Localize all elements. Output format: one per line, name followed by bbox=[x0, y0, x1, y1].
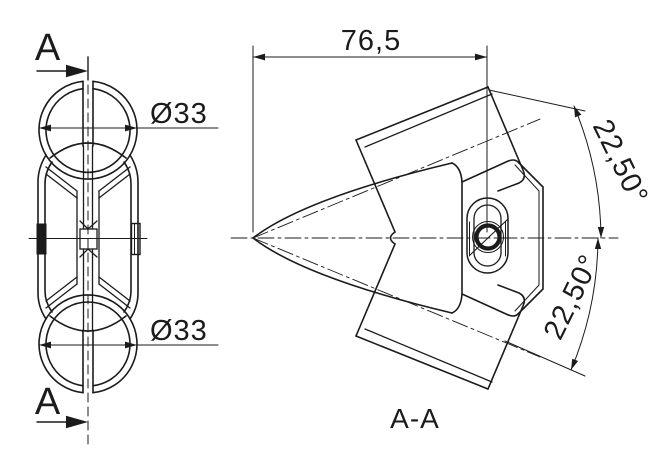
cut-label-top: A bbox=[35, 27, 61, 69]
section-arrow-bottom bbox=[66, 415, 88, 429]
hole-slash-line bbox=[469, 218, 509, 256]
top-tube-inner-circle bbox=[45, 87, 131, 174]
cut-label-bottom: A bbox=[35, 381, 61, 423]
hole-major-circle bbox=[472, 221, 504, 253]
bottom-tube-inner-circle bbox=[45, 301, 131, 387]
section-title: A-A bbox=[390, 403, 440, 434]
dim-angle-lower: 22,50° bbox=[538, 250, 606, 345]
top-tube-outer-circle bbox=[38, 80, 138, 180]
dim-diameter-bottom: Ø33 bbox=[150, 315, 208, 347]
dim-angle-upper-lines bbox=[488, 89, 605, 239]
dim-diameter-top-lines bbox=[39, 124, 219, 132]
dim-length: 76,5 bbox=[341, 25, 401, 57]
bottom-tube-outer-circle bbox=[38, 294, 138, 394]
front-view bbox=[28, 56, 219, 449]
bottom-saddle-arc bbox=[49, 315, 127, 332]
section-view bbox=[230, 45, 619, 390]
dim-diameter-bottom-lines bbox=[39, 341, 219, 349]
section-arrow-top bbox=[66, 64, 88, 78]
right-clamp-tab bbox=[130, 222, 141, 256]
section-centerlines bbox=[230, 118, 619, 358]
dim-length-lines bbox=[252, 45, 488, 233]
center-boss bbox=[461, 159, 544, 317]
top-saddle-arc bbox=[49, 142, 127, 159]
dim-angle-lower-lines bbox=[504, 237, 602, 377]
dim-diameter-top: Ø33 bbox=[150, 98, 208, 130]
upper-tube bbox=[355, 86, 526, 245]
lower-tube bbox=[355, 243, 526, 390]
threaded-hole bbox=[474, 223, 502, 251]
left-clamp-tab bbox=[36, 223, 47, 255]
dim-angle-upper: 22,50° bbox=[586, 115, 650, 210]
